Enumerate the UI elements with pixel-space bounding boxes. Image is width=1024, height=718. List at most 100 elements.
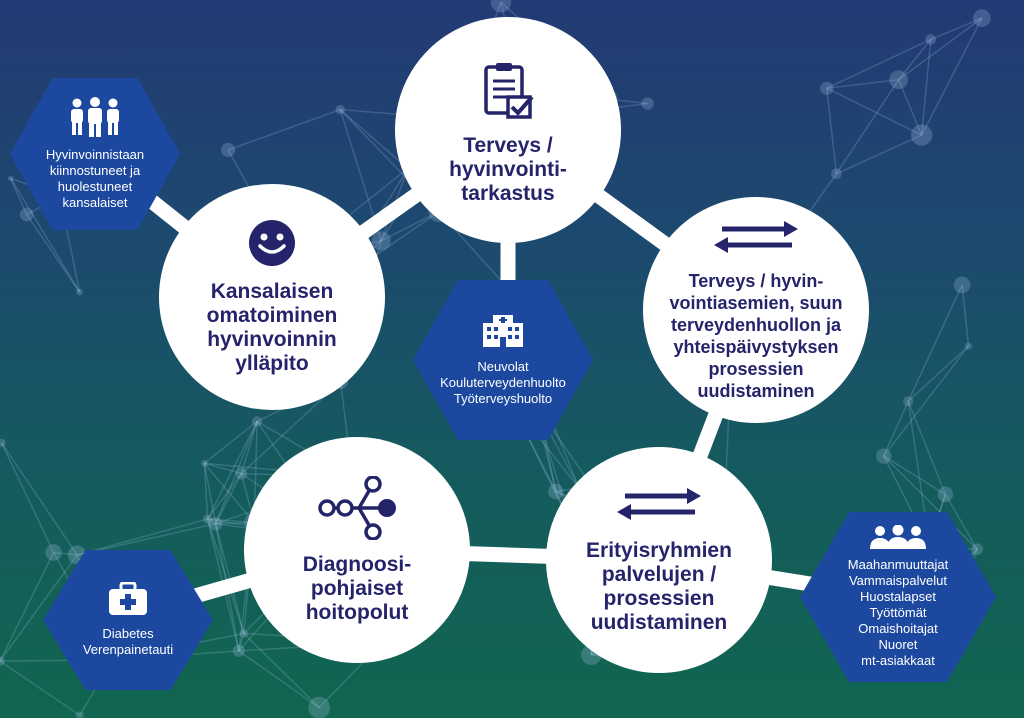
network-link: [897, 79, 923, 136]
network-link: [883, 345, 970, 457]
network-node: [910, 124, 933, 146]
network-link: [238, 633, 245, 652]
hex-line: Diabetes: [102, 626, 154, 641]
network-link: [240, 421, 258, 474]
network-link: [907, 284, 963, 402]
network-link: [76, 518, 208, 556]
hex-line: mt-asiakkaat: [861, 653, 935, 668]
first-aid-kit-icon: [108, 581, 148, 620]
network-node: [973, 9, 991, 27]
network-link: [883, 455, 946, 495]
network-link: [836, 134, 922, 175]
network-link: [907, 400, 947, 495]
network-link: [238, 650, 320, 709]
network-link: [883, 400, 909, 457]
network-link: [53, 551, 78, 556]
network-link: [207, 473, 242, 520]
hex-line: Verenpainetauti: [82, 642, 174, 657]
hex-line: kiinnostuneet ja: [49, 163, 141, 178]
network-node: [371, 231, 391, 251]
network-node: [232, 644, 245, 657]
station-renewal-title: Terveys / hyvin- vointiasemien, suun ter…: [669, 270, 843, 401]
network-nodes-icon: [317, 474, 397, 545]
network-link: [243, 632, 320, 709]
network-link: [380, 211, 440, 242]
hex-line: Kouluterveydenhuolto: [440, 375, 566, 390]
network-link: [826, 38, 932, 89]
citizens-text: Hyvinvoinnistaan kiinnostuneet ja huoles…: [46, 147, 144, 211]
network-link: [207, 518, 216, 525]
network-link: [826, 79, 899, 89]
network-node: [964, 342, 973, 350]
network-link: [920, 39, 932, 136]
network-link: [944, 493, 978, 550]
building-icon: [481, 313, 525, 353]
network-link: [206, 518, 245, 634]
hex-line: Vammaispalvelut: [848, 573, 947, 588]
network-node: [308, 696, 331, 718]
network-link: [835, 79, 900, 175]
special-groups-title: Erityisryhmien palvelujen / prosessien u…: [586, 538, 732, 634]
network-node: [490, 0, 512, 13]
health-check-title: Terveys / hyvinvointi- tarkastus: [449, 133, 567, 205]
network-link: [826, 88, 838, 174]
hex-line: Nuoret: [878, 637, 918, 652]
network-node: [876, 448, 892, 464]
network-node: [221, 142, 236, 158]
network-link: [920, 17, 983, 136]
clipboard-check-icon: [480, 61, 536, 126]
diseases-text: Diabetes Verenpainetauti: [83, 626, 173, 658]
network-link: [214, 473, 243, 525]
diagnosis-paths-title: Diagnoosi- pohjaiset hoitopolut: [302, 552, 412, 624]
network-link: [930, 17, 983, 41]
self-care-title: Kansalaisen omatoiminen hyvinvoinnin yll…: [206, 279, 338, 375]
network-link: [0, 552, 55, 662]
network-node: [925, 34, 937, 45]
network-node: [335, 104, 345, 115]
network-link: [826, 87, 922, 136]
network-node: [235, 467, 248, 480]
hex-line: Huostalapset: [860, 589, 936, 604]
clinics-text: Neuvolat Kouluterveydenhuolto Työterveys…: [440, 359, 566, 407]
network-node: [889, 70, 908, 90]
hex-line: Neuvolat: [477, 359, 529, 374]
network-link: [204, 462, 242, 475]
network-link: [898, 38, 932, 81]
network-link: [203, 420, 258, 464]
network-node: [830, 168, 842, 180]
network-node: [19, 207, 34, 222]
network-link: [0, 660, 81, 716]
network-node: [953, 276, 971, 294]
network-link: [0, 442, 78, 556]
network-node: [251, 416, 263, 427]
network-link: [76, 522, 216, 556]
network-node: [203, 514, 213, 524]
network-link: [227, 108, 341, 151]
hex-line: Työttömät: [869, 605, 927, 620]
smiley-face-icon: [248, 219, 296, 272]
network-link: [907, 345, 969, 402]
circle-health-check: Terveys / hyvinvointi- tarkastus: [395, 17, 621, 243]
network-node: [937, 486, 954, 503]
exchange-arrows-icon: [615, 486, 703, 527]
hex-line: Maahanmuuttajat: [847, 557, 949, 572]
network-node: [45, 544, 62, 561]
network-node: [903, 396, 914, 407]
hex-groups: Maahanmuuttajat Vammaispalvelut Huostala…: [800, 512, 996, 682]
network-node: [208, 516, 223, 531]
network-link: [206, 421, 258, 520]
network-link: [203, 462, 255, 523]
network-link: [214, 421, 258, 524]
network-node: [75, 711, 84, 718]
network-node: [548, 483, 564, 500]
circle-station-renewal: Terveys / hyvin- vointiasemien, suun ter…: [643, 197, 869, 423]
groups-text: Maahanmuuttajat Vammaispalvelut Huostala…: [848, 557, 948, 669]
network-link: [0, 554, 78, 662]
people-group-icon: [868, 524, 928, 553]
network-node: [0, 656, 5, 666]
hex-line: Työterveyshuolto: [453, 391, 553, 406]
network-link: [10, 177, 28, 215]
exchange-arrows-icon: [712, 219, 800, 260]
network-link: [961, 284, 970, 347]
